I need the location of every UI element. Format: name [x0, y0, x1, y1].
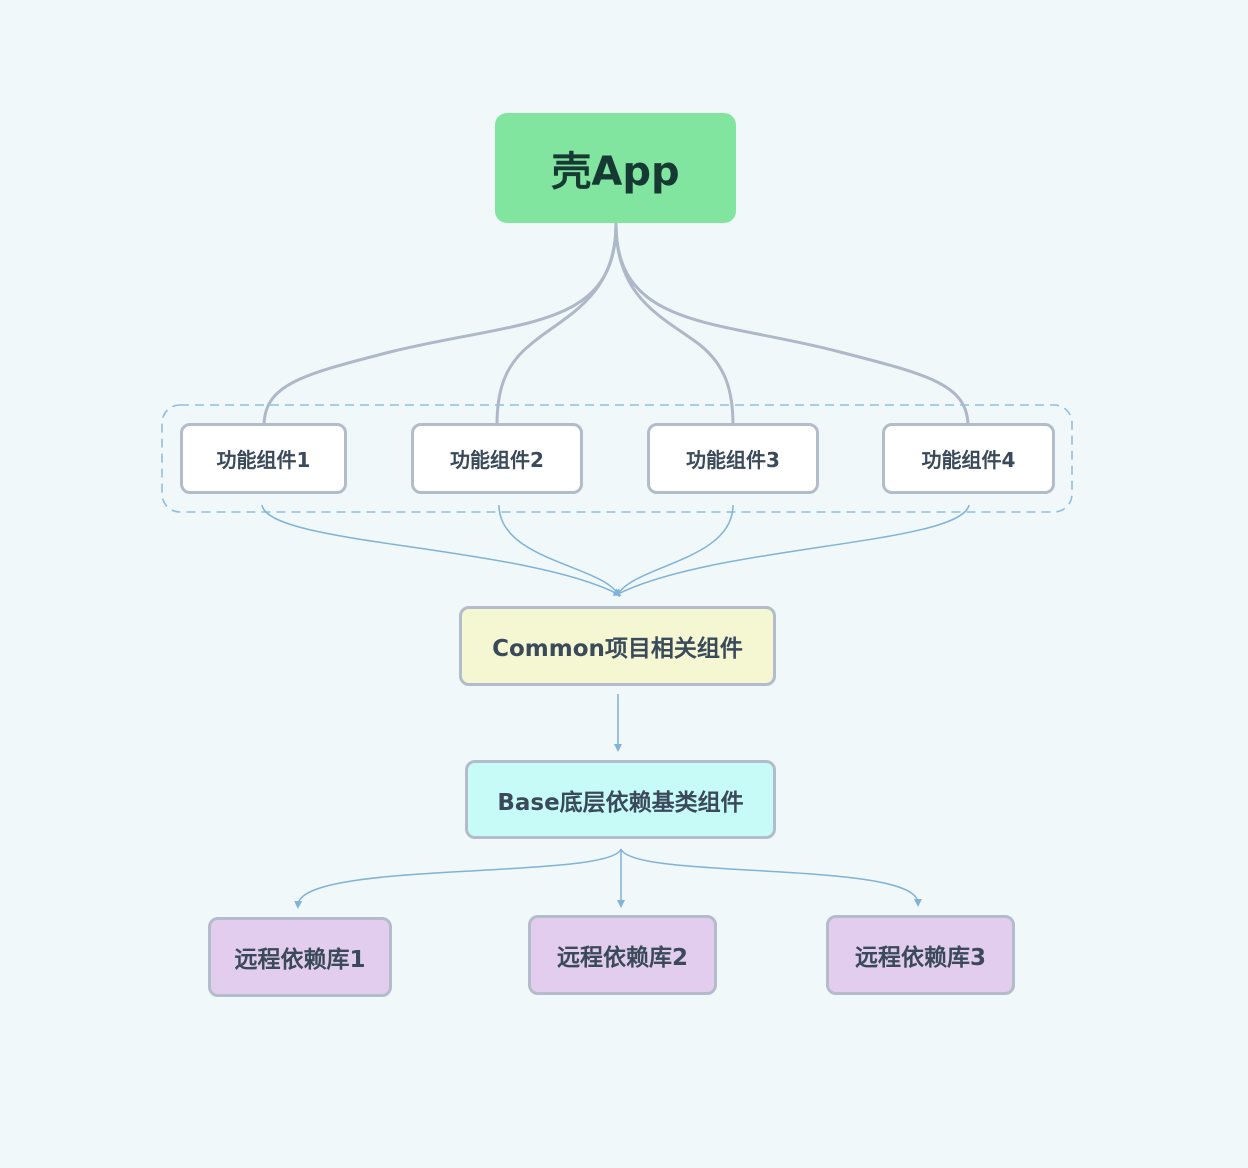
feature-component-3-node[interactable]: 功能组件3 — [647, 423, 819, 494]
feature-component-3-label: 功能组件3 — [686, 448, 780, 472]
link-feature-3-to-common — [617, 504, 734, 595]
remote-library-3-node[interactable]: 远程依赖库3 — [826, 915, 1015, 995]
feature-group-frame — [161, 404, 1073, 513]
link-root-to-feature-2 — [495, 222, 618, 427]
root-app-label: 壳App — [551, 149, 680, 195]
root-app-node[interactable]: 壳App — [495, 113, 736, 223]
remote-library-1-label: 远程依赖库1 — [234, 947, 366, 973]
remote-library-2-node[interactable]: 远程依赖库2 — [528, 915, 717, 995]
feature-component-2-label: 功能组件2 — [450, 448, 544, 472]
link-base-to-remote-3 — [620, 848, 922, 907]
link-root-to-feature-4 — [614, 222, 970, 427]
remote-library-3-label: 远程依赖库3 — [854, 945, 986, 971]
common-component-node[interactable]: Common项目相关组件 — [459, 606, 776, 686]
link-feature-2-to-common — [498, 504, 621, 598]
link-base-to-remote-1 — [294, 848, 622, 909]
feature-component-1-node[interactable]: 功能组件1 — [180, 423, 347, 494]
remote-library-1-node[interactable]: 远程依赖库1 — [208, 917, 392, 997]
feature-component-1-label: 功能组件1 — [216, 448, 311, 472]
remote-library-2-label: 远程依赖库2 — [556, 945, 688, 971]
link-root-to-feature-1 — [262, 222, 618, 427]
feature-component-4-node[interactable]: 功能组件4 — [882, 423, 1055, 494]
link-feature-1-to-common — [261, 504, 622, 596]
feature-component-4-label: 功能组件4 — [921, 448, 1016, 472]
feature-component-2-node[interactable]: 功能组件2 — [411, 423, 583, 494]
base-component-node[interactable]: Base底层依赖基类组件 — [465, 760, 776, 839]
base-component-label: Base底层依赖基类组件 — [497, 789, 744, 816]
link-feature-4-to-common — [617, 504, 970, 595]
common-component-label: Common项目相关组件 — [492, 636, 743, 662]
